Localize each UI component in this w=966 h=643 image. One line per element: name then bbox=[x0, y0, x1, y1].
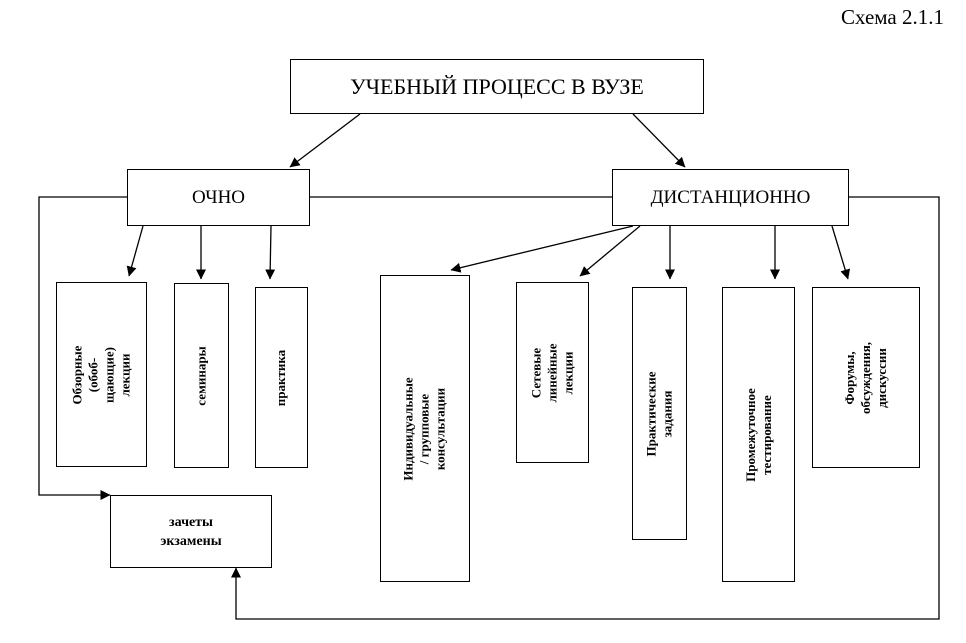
interim-testing-box: Промежуточное тестирование bbox=[722, 287, 795, 582]
arrow-ochno-to-lectures bbox=[126, 225, 144, 277]
arrow-ochno-to-practice bbox=[265, 225, 276, 280]
loop-distance-to-exams bbox=[231, 196, 940, 620]
seminars-box: семинары bbox=[174, 283, 229, 468]
exams-box: зачеты экзамены bbox=[110, 495, 272, 568]
practical-tasks-box: Практические задания bbox=[632, 287, 687, 540]
ochno-box: ОЧНО bbox=[127, 169, 310, 226]
root-label: УЧЕБНЫЙ ПРОЦЕСС В ВУЗЕ bbox=[350, 73, 644, 99]
consultations-box: Индивидуальные / групповые консультации bbox=[380, 275, 470, 582]
arrow-root-to-distance bbox=[632, 113, 686, 168]
arrow-distance-to-forums bbox=[831, 225, 851, 280]
distance-box: ДИСТАНЦИОННО bbox=[612, 169, 849, 226]
ochno-label: ОЧНО bbox=[191, 186, 246, 208]
root-box: УЧЕБНЫЙ ПРОЦЕСС В ВУЗЕ bbox=[290, 59, 704, 114]
arrow-root-to-ochno bbox=[289, 113, 361, 168]
figure-caption: Схема 2.1.1 bbox=[840, 5, 944, 29]
exams-label: зачеты экзамены bbox=[160, 514, 222, 549]
forums-label: Форумы, обсуждения, дискуссии bbox=[842, 341, 889, 414]
consultations-label: Индивидуальные / групповые консультации bbox=[401, 376, 448, 481]
network-lectures-box: Сетевые линейные лекции bbox=[516, 282, 589, 463]
network-lectures-label: Сетевые линейные лекции bbox=[528, 343, 576, 402]
seminars-label: семинары bbox=[193, 345, 209, 406]
loop-ochno-to-exams bbox=[38, 196, 127, 500]
practical-tasks-label: Практические задания bbox=[643, 371, 675, 456]
forums-box: Форумы, обсуждения, дискуссии bbox=[812, 287, 920, 468]
arrow-distance-to-consultations bbox=[450, 225, 634, 273]
review-lectures-label: Обзорные (обоб- щающие) лекции bbox=[69, 345, 133, 404]
practice-box: практика bbox=[255, 287, 308, 468]
interim-testing-label: Промежуточное тестирование bbox=[742, 387, 774, 482]
practice-label: практика bbox=[273, 349, 289, 406]
distance-label: ДИСТАНЦИОННО bbox=[650, 186, 811, 208]
review-lectures-box: Обзорные (обоб- щающие) лекции bbox=[56, 282, 147, 467]
arrow-distance-to-network-lectures bbox=[579, 225, 641, 277]
